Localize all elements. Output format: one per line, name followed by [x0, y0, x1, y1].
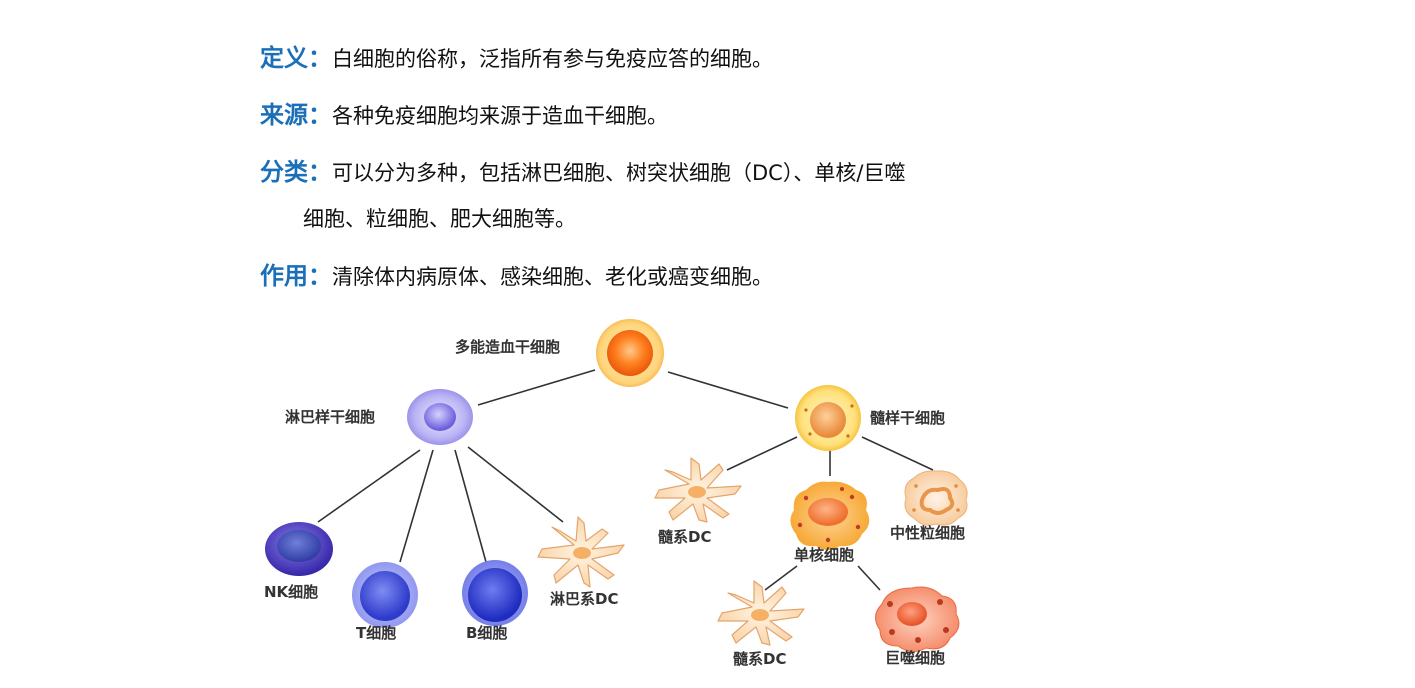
monocyte-to-dc-line [764, 565, 798, 591]
definition-label: 定义： [260, 44, 332, 72]
b-cell [462, 560, 528, 626]
myeloid-dc-cell [654, 457, 742, 523]
hsc-label: 多能造血干细胞 [455, 338, 560, 356]
lymphoid-to-dc-line [467, 446, 564, 523]
macrophage-label: 巨噬细胞 [885, 649, 945, 667]
definition-line: 定义：白细胞的俗称，泛指所有参与免疫应答的细胞。 [260, 38, 773, 73]
myeloid-stem-cell [795, 385, 861, 451]
classification-line: 分类：可以分为多种，包括淋巴细胞、树突状细胞（DC）、单核/巨噬 [260, 152, 905, 187]
nk-cell [265, 522, 333, 576]
hsc-cell [596, 319, 664, 387]
source-line: 来源：各种免疫细胞均来源于造血干细胞。 [260, 95, 668, 130]
function-line: 作用：清除体内病原体、感染细胞、老化或癌变细胞。 [260, 256, 773, 291]
neutrophil-cell [904, 470, 968, 526]
source-label: 来源： [260, 101, 332, 129]
lymphoid-to-b-line [454, 449, 487, 563]
t-cell-label: T细胞 [356, 624, 396, 642]
lymphoid-to-nk-line [317, 449, 421, 523]
classification-label: 分类： [260, 158, 332, 186]
monocyte-label: 单核细胞 [794, 546, 854, 564]
myeloid-stem-label: 髓样干细胞 [870, 409, 945, 427]
hsc-to-myeloid-line [667, 371, 789, 409]
hsc-to-lymphoid-line [477, 369, 596, 406]
function-label: 作用： [260, 262, 332, 290]
lymphoid-to-t-line [399, 449, 434, 563]
neutrophil-label: 中性粒细胞 [890, 524, 965, 542]
monocyte-cell [790, 481, 870, 550]
lineage-connectors [317, 369, 934, 591]
lymphoid-dc-cell [537, 516, 625, 588]
definition-text: 白细胞的俗称，泛指所有参与免疫应答的细胞。 [332, 47, 773, 71]
classification-text: 可以分为多种，包括淋巴细胞、树突状细胞（DC）、单核/巨噬 [332, 161, 906, 185]
macrophage-cell [875, 586, 960, 652]
function-text: 清除体内病原体、感染细胞、老化或癌变细胞。 [332, 265, 773, 289]
myeloid-to-neutrophil-line [861, 436, 934, 471]
nk-label: NK细胞 [264, 583, 318, 601]
monocyte-to-macrophage-line [857, 565, 881, 591]
lymphoid-dc-label: 淋巴系DC [550, 590, 618, 608]
myeloid-dc-label: 髓系DC [658, 528, 711, 546]
t-cell [352, 562, 418, 628]
myeloid-to-dc-line [726, 436, 798, 471]
source-text: 各种免疫细胞均来源于造血干细胞。 [332, 104, 668, 128]
lymphoid-stem-cell [407, 389, 473, 445]
myeloid-dc-cell-2 [717, 580, 805, 646]
b-cell-label: B细胞 [466, 624, 507, 642]
lymphoid-stem-label: 淋巴样干细胞 [285, 408, 375, 426]
classification-continuation: 细胞、粒细胞、肥大细胞等。 [303, 207, 576, 231]
myeloid-dc-label-2: 髓系DC [733, 650, 786, 668]
